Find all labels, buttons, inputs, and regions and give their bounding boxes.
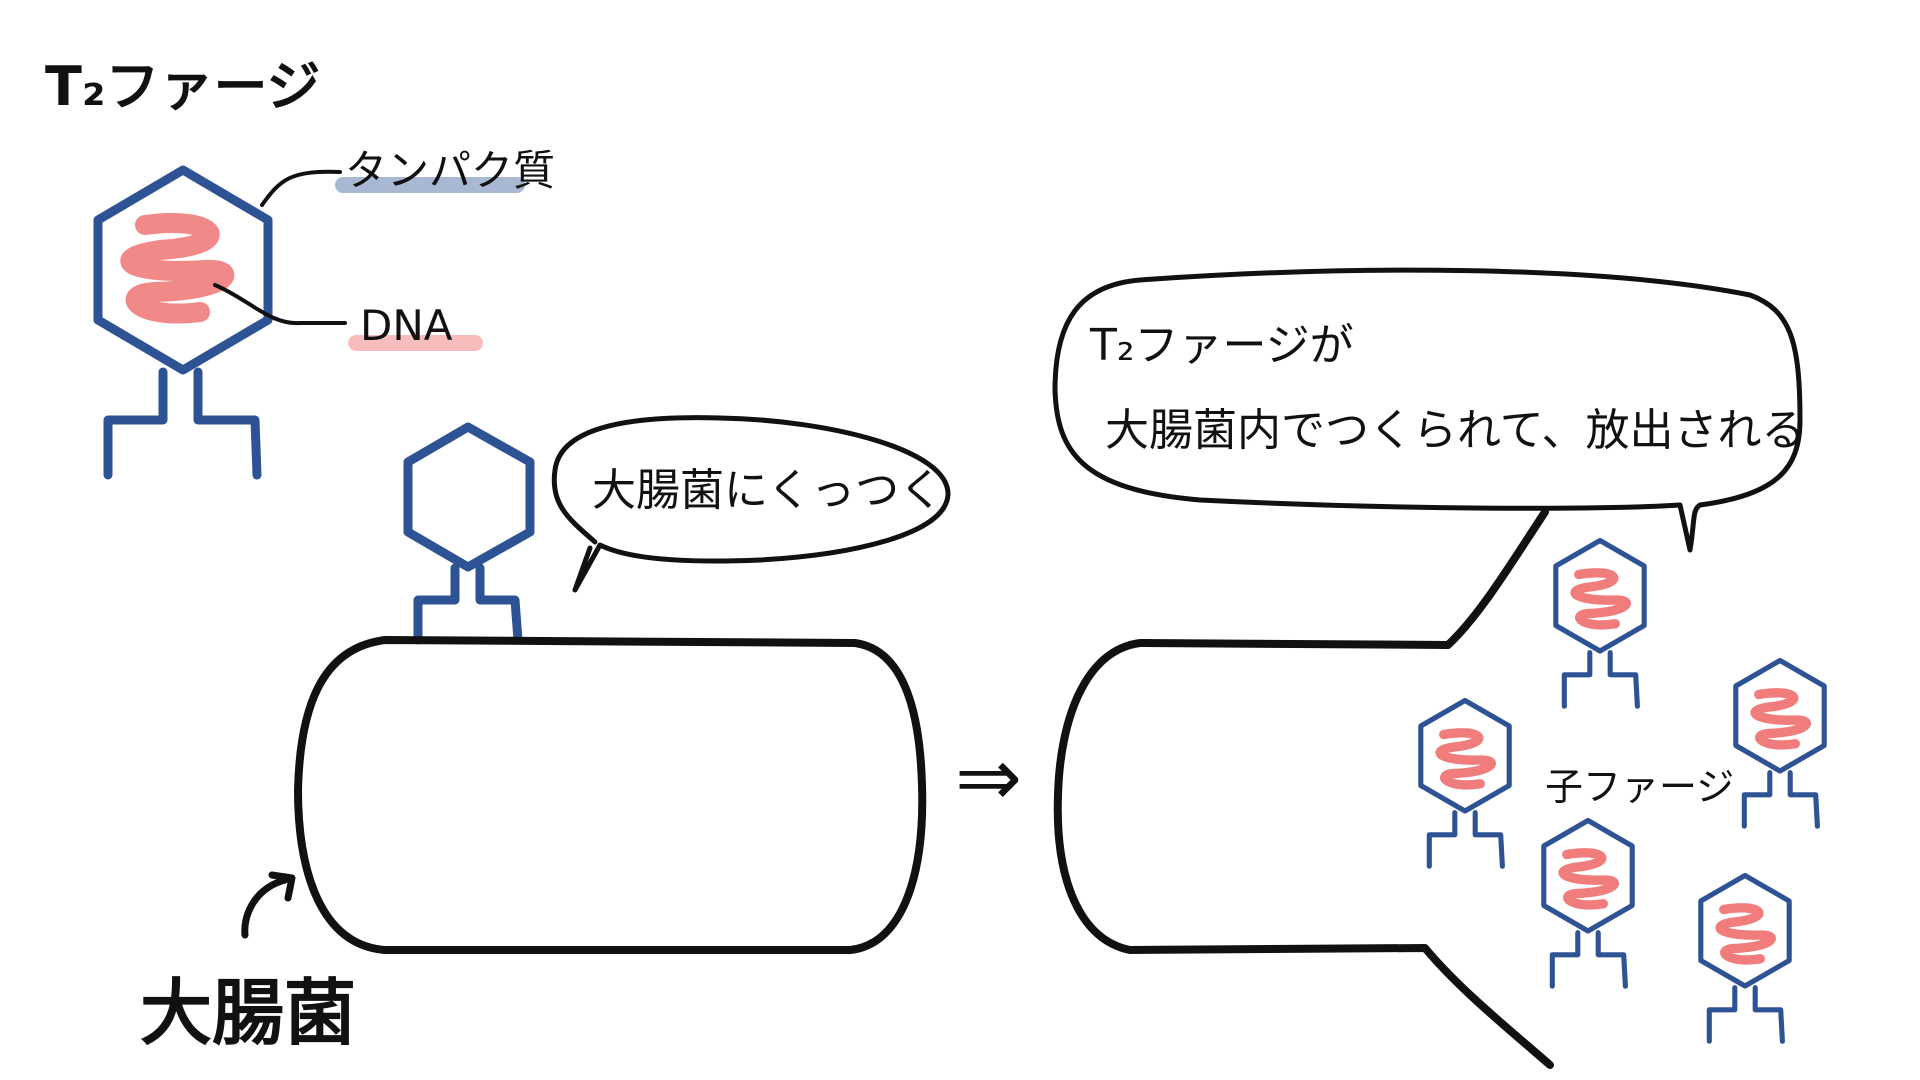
progeny-phage-dna (1715, 903, 1776, 965)
progeny-phage-tail (1741, 770, 1820, 829)
progeny-phage (1733, 657, 1827, 829)
protein-highlight (335, 177, 525, 193)
bacterium-label: 大腸菌 (140, 971, 356, 1055)
progeny-phage-dna (1558, 848, 1619, 910)
dna-highlight (348, 335, 483, 351)
progeny-phage-tail (1561, 650, 1640, 709)
protein-annotation: タンパク質 (260, 146, 555, 207)
progeny-phage (1553, 537, 1647, 709)
progeny-phages (1418, 537, 1827, 1044)
diagram-title: T₂ファージ (45, 55, 320, 118)
progeny-phage (1541, 817, 1635, 989)
release-bubble-line2: 大腸菌内でつくられて、放出される (1105, 405, 1805, 456)
progeny-phage (1698, 872, 1792, 1044)
bursting-bacterium (1053, 508, 1554, 1069)
dna-label: DNA (360, 301, 453, 350)
release-bubble-line1: T₂ファージが (1089, 320, 1354, 371)
progeny-phage-dna (1435, 728, 1496, 790)
protein-label: タンパク質 (345, 146, 555, 195)
dna-annotation: DNA (213, 283, 483, 351)
attach-bubble: 大腸菌にくっつく (551, 415, 951, 593)
annotated-phage (93, 165, 273, 480)
release-bubble: T₂ファージが 大腸菌内でつくられて、放出される (1052, 267, 1805, 553)
attached-phage-head (403, 422, 535, 572)
progeny-label: 子ファージ (1545, 765, 1734, 809)
progeny-phage-dna (1570, 568, 1631, 630)
progeny-phage (1418, 697, 1512, 869)
bacterium-annotation: 大腸菌 (140, 871, 356, 1055)
progeny-phage-dna (1750, 688, 1811, 750)
process-arrow: ⇒ (955, 731, 1022, 824)
attached-phage (403, 422, 535, 645)
progeny-phage-tail (1706, 985, 1785, 1044)
phage-tail (103, 367, 262, 480)
attach-bubble-text: 大腸菌にくっつく (592, 465, 943, 516)
progeny-phage-tail (1549, 930, 1628, 989)
phage-dna-coil (120, 212, 235, 324)
progeny-phage-tail (1426, 810, 1505, 869)
bacterium-cell (294, 636, 927, 954)
